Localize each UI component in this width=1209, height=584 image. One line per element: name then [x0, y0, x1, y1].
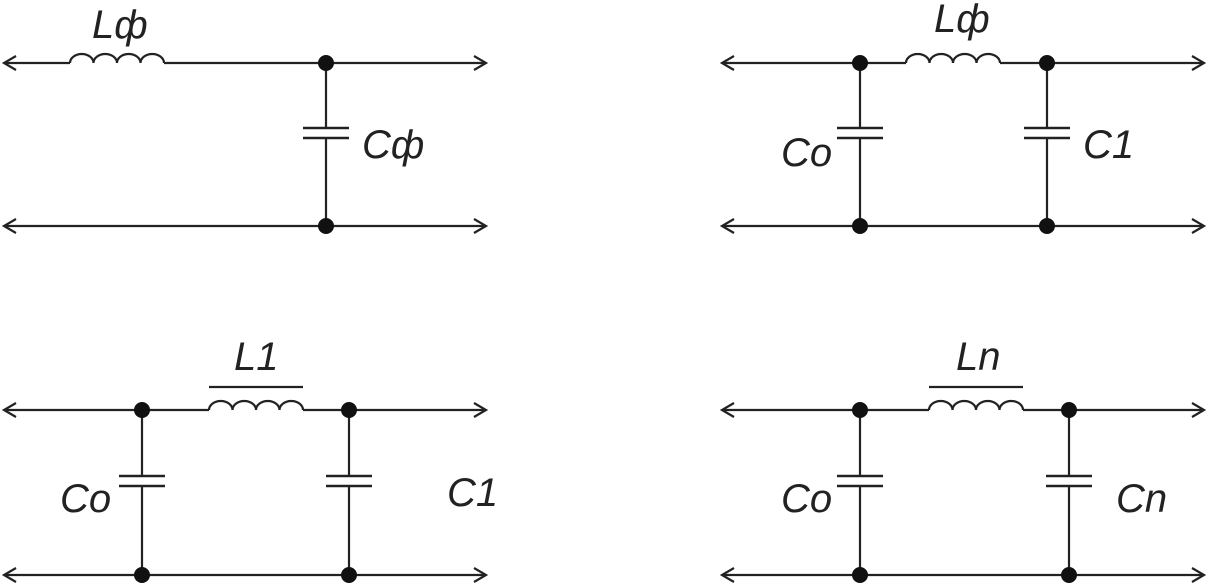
- junction-node: [134, 567, 150, 583]
- arrow-left-icon: [1, 402, 17, 418]
- arrow-right-icon: [473, 218, 489, 234]
- arrow-left-icon: [1, 55, 17, 71]
- circuit-pi-section-l1: L1 Co C1: [1, 335, 498, 583]
- junction-node: [134, 402, 150, 418]
- capacitor-label: Cф: [362, 123, 424, 167]
- arrow-left-icon: [719, 567, 735, 583]
- arrow-left-icon: [1, 218, 17, 234]
- junction-node: [1061, 567, 1077, 583]
- junction-node: [318, 55, 334, 71]
- junction-node: [1039, 55, 1055, 71]
- junction-node: [318, 218, 334, 234]
- circuit-pi-section-ln: Ln Co Cn: [719, 335, 1207, 583]
- arrow-right-icon: [1191, 567, 1207, 583]
- inductor-coil: [207, 399, 305, 411]
- arrow-right-icon: [1191, 402, 1207, 418]
- inductor-label: Ln: [956, 335, 1001, 379]
- junction-node: [852, 218, 868, 234]
- arrow-right-icon: [473, 567, 489, 583]
- junction-node: [341, 567, 357, 583]
- arrow-left-icon: [1, 567, 17, 583]
- arrow-left-icon: [719, 218, 735, 234]
- circuit-l-section: Lф Cф: [1, 3, 489, 234]
- circuit-pi-section: Lф Co C1: [719, 0, 1207, 234]
- junction-node: [341, 402, 357, 418]
- inductor-label: Lф: [92, 3, 148, 47]
- arrow-left-icon: [719, 402, 735, 418]
- junction-node: [1061, 402, 1077, 418]
- capacitor-label: Co: [781, 477, 832, 521]
- junction-node: [1039, 218, 1055, 234]
- junction-node: [852, 567, 868, 583]
- capacitor-label: Co: [781, 131, 832, 175]
- junction-node: [852, 402, 868, 418]
- junction-node: [852, 55, 868, 71]
- inductor-label: L1: [234, 335, 279, 379]
- inductor-coil: [904, 52, 1002, 64]
- capacitor-label: Co: [60, 477, 111, 521]
- capacitor-label: C1: [1083, 123, 1134, 167]
- arrow-right-icon: [1191, 55, 1207, 71]
- inductor-coil: [927, 399, 1025, 411]
- inductor-coil: [68, 52, 166, 64]
- arrow-right-icon: [1191, 218, 1207, 234]
- arrow-right-icon: [473, 402, 489, 418]
- inductor-label: Lф: [934, 0, 990, 41]
- capacitor-label: C1: [447, 471, 498, 515]
- capacitor-label: Cn: [1116, 477, 1167, 521]
- arrow-left-icon: [719, 55, 735, 71]
- arrow-right-icon: [473, 55, 489, 71]
